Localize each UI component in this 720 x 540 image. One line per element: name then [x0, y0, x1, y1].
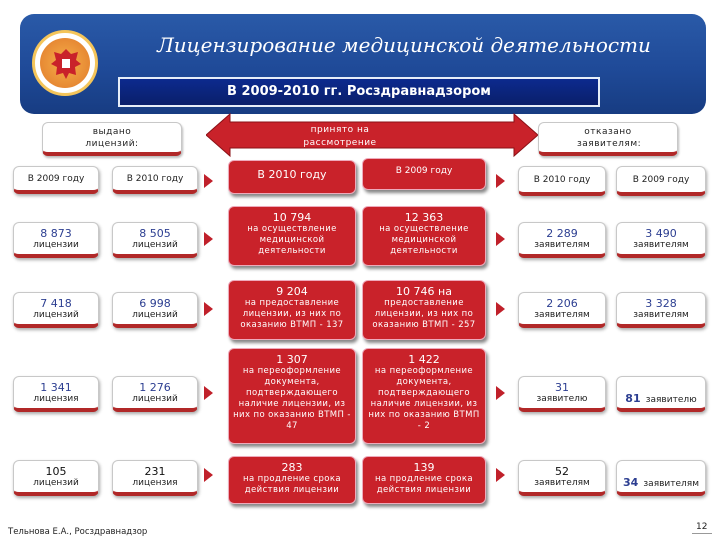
accepted-arrow — [206, 112, 538, 158]
refused-2009-row3: 81 заявителю — [616, 376, 706, 412]
page-number-divider — [692, 533, 712, 534]
subtitle-bar: В 2009-2010 гг. Росздравнадзором — [118, 77, 600, 107]
coat-of-arms-icon — [32, 30, 98, 96]
year-refused-2009: В 2009 году — [616, 166, 706, 196]
header-accepted: принято на рассмотрение — [303, 125, 377, 148]
year-issued-2009: В 2009 году — [13, 166, 99, 194]
page-number: 12 — [696, 522, 708, 532]
refused-2009-row4: 34 заявителям — [616, 460, 706, 496]
header-refused: отказано заявителям: — [538, 122, 678, 156]
year-accepted-2010: В 2010 году — [228, 160, 356, 194]
year-refused-2010: В 2010 году — [518, 166, 606, 196]
year-issued-2010: В 2010 году — [112, 166, 198, 194]
page-title: Лицензирование медицинской деятельности — [157, 33, 651, 57]
year-accepted-2009: В 2009 году — [362, 158, 486, 190]
header-issued: выдано лицензий: — [42, 122, 182, 156]
footer-author: Тельнова Е.А., Росздравнадзор — [8, 527, 148, 537]
